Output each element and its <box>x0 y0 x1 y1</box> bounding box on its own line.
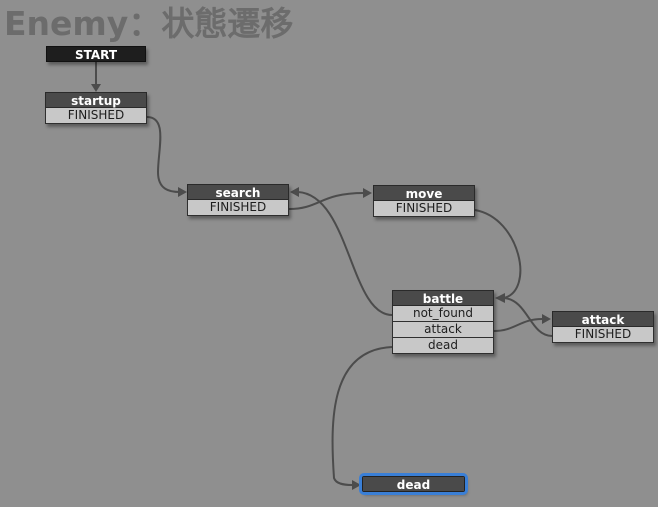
start-node[interactable]: START <box>46 46 146 62</box>
wire-battle-to-dead[interactable] <box>331 346 393 486</box>
state-title-attack[interactable]: attack <box>552 311 654 327</box>
arrow-search-to-move <box>363 188 372 198</box>
arrow-startup-to-search <box>178 187 187 197</box>
arrow-battle-to-dead <box>352 480 361 490</box>
wire-startup-to-search[interactable] <box>146 116 181 193</box>
wire-battle-to-attack[interactable] <box>493 318 543 332</box>
arrow-battle-to-attack <box>542 314 551 324</box>
arrow-move-to-battle <box>495 293 505 303</box>
graph-title: Enemy：状態遷移 <box>4 4 294 43</box>
state-node-search[interactable]: search FINISHED <box>187 184 289 216</box>
state-node-battle[interactable]: battle not_found attack dead <box>392 290 494 354</box>
event-battle-attack[interactable]: attack <box>392 322 494 338</box>
event-battle-not-found[interactable]: not_found <box>392 306 494 322</box>
wire-move-to-battle[interactable] <box>474 209 522 299</box>
arrow-battle-to-search <box>290 187 299 197</box>
event-battle-dead[interactable]: dead <box>392 338 494 354</box>
state-title-dead[interactable]: dead <box>362 476 465 492</box>
state-node-dead[interactable]: dead <box>359 473 468 495</box>
wire-battle-to-search[interactable] <box>297 191 393 316</box>
start-node-label: START <box>46 46 146 62</box>
state-title-startup[interactable]: startup <box>45 92 147 108</box>
wire-search-to-move[interactable] <box>288 192 365 210</box>
wire-attack-to-battle[interactable] <box>503 297 553 337</box>
state-node-move[interactable]: move FINISHED <box>373 185 475 217</box>
event-move-finished[interactable]: FINISHED <box>373 201 475 217</box>
arrow-start-to-startup <box>91 84 101 92</box>
state-node-startup[interactable]: startup FINISHED <box>45 92 147 124</box>
state-title-move[interactable]: move <box>373 185 475 201</box>
state-node-attack[interactable]: attack FINISHED <box>552 311 654 343</box>
state-title-battle[interactable]: battle <box>392 290 494 306</box>
event-search-finished[interactable]: FINISHED <box>187 200 289 216</box>
event-attack-finished[interactable]: FINISHED <box>552 327 654 343</box>
event-startup-finished[interactable]: FINISHED <box>45 108 147 124</box>
state-title-search[interactable]: search <box>187 184 289 200</box>
